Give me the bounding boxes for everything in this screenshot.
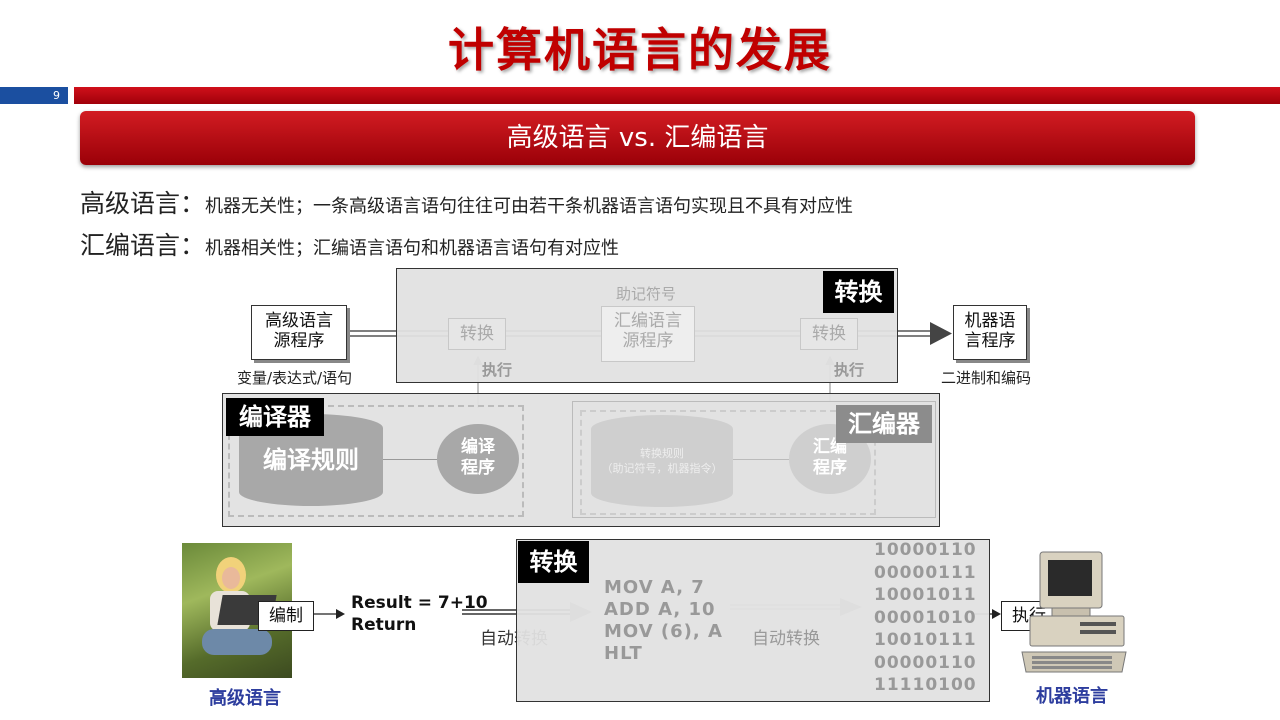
person-with-laptop-photo xyxy=(182,543,292,678)
convert-step-right: 转换 xyxy=(800,318,858,350)
slide-title: 计算机语言的发展 xyxy=(448,23,832,77)
binary-line-3: 10001011 xyxy=(874,585,977,605)
page-number: 9 xyxy=(53,89,60,102)
assembly-source-line2: 源程序 xyxy=(622,331,674,351)
code-line-1: Result = 7+10 xyxy=(351,593,488,613)
convert-tag: 转换 xyxy=(823,271,894,313)
definition-assembly: 汇编语言：机器相关性；汇编语言语句和机器语言语句有对应性 xyxy=(80,226,619,262)
binary-code: 10000110 00000111 10001011 00001010 1001… xyxy=(874,539,977,697)
top-flow-arrowhead xyxy=(930,322,952,345)
page-number-bar xyxy=(0,87,68,104)
machine-program-line1: 机器语 xyxy=(964,311,1016,331)
compile-program-line1: 编译 xyxy=(461,437,495,457)
binary-line-5: 10010111 xyxy=(874,630,977,650)
term-highlevel: 高级语言： xyxy=(80,189,206,218)
section-banner: 高级语言 vs. 汇编语言 xyxy=(80,111,1195,165)
compile-program-line2: 程序 xyxy=(461,458,495,478)
source-caption: 变量/表达式/语句 xyxy=(237,369,353,387)
desc-highlevel: 机器无关性；一条高级语言语句往往可由若干条机器语言语句实现且不具有对应性 xyxy=(205,196,854,217)
machine-program-doc: 机器语 言程序 xyxy=(953,305,1027,360)
binary-line-1: 10000110 xyxy=(874,540,977,560)
highlevel-caption: 高级语言 xyxy=(209,688,281,709)
compile-program-circle: 编译 程序 xyxy=(437,424,519,494)
machine-language-caption: 机器语言 xyxy=(1036,686,1108,707)
asm-line-3: MOV (6), A xyxy=(604,621,723,642)
highlevel-code: Result = 7+10 Return xyxy=(351,592,488,636)
assembler-program-line2: 程序 xyxy=(813,458,847,478)
highlevel-source-doc: 高级语言 源程序 xyxy=(251,305,347,360)
convert-step-left: 转换 xyxy=(448,318,506,350)
binary-line-7: 11110100 xyxy=(874,675,977,695)
highlevel-source-line2: 源程序 xyxy=(273,331,325,351)
convert-rules-line1: 转换规则 xyxy=(640,447,684,460)
assembly-source-doc: 汇编语言 源程序 xyxy=(601,306,695,362)
convert-rules-line2: （助记符号，机器指令） xyxy=(601,462,723,475)
assembler-program-circle: 汇编 程序 xyxy=(789,424,871,494)
code-line-2: Return xyxy=(351,615,417,635)
convert-rules-label: 转换规则 （助记符号，机器指令） xyxy=(591,446,733,476)
compiler-connector xyxy=(383,459,437,460)
assembly-source-line1: 汇编语言 xyxy=(614,311,682,331)
assembler-connector xyxy=(733,459,789,460)
asm-line-4: HLT xyxy=(604,643,643,664)
binary-line-4: 00001010 xyxy=(874,607,977,628)
edit-box: 编制 xyxy=(258,601,314,631)
assembler-dashed-area xyxy=(580,410,876,515)
binary-line-6: 00000110 xyxy=(874,652,977,673)
asm-line-2: ADD A, 10 xyxy=(604,599,716,620)
compiler-dashed-area xyxy=(228,405,524,517)
assembly-code: MOV A, 7 ADD A, 10 MOV (6), A HLT xyxy=(604,577,723,665)
header-divider xyxy=(74,87,1280,104)
exec-label-left: 执行 xyxy=(482,361,513,379)
compile-rules-label: 编译规则 xyxy=(263,446,359,474)
compiler-tag: 编译器 xyxy=(226,398,324,436)
convert-rules-cylinder xyxy=(591,415,733,507)
definition-highlevel: 高级语言：机器无关性；一条高级语言语句往往可由若干条机器语言语句实现且不具有对应… xyxy=(80,184,853,220)
desc-assembly: 机器相关性；汇编语言语句和机器语言语句有对应性 xyxy=(205,238,620,259)
auto-convert-label-right: 自动转换 xyxy=(752,629,820,649)
bottom-convert-tag: 转换 xyxy=(518,541,589,583)
computer-icon xyxy=(1021,551,1127,673)
term-assembly: 汇编语言： xyxy=(80,231,206,260)
mnemonic-label: 助记符号 xyxy=(615,285,676,303)
bottom-convert-panel xyxy=(516,539,990,702)
machine-program-line2: 言程序 xyxy=(964,331,1016,351)
binary-line-2: 00000111 xyxy=(874,562,977,583)
machine-caption: 二进制和编码 xyxy=(941,369,1032,387)
highlevel-source-line1: 高级语言 xyxy=(265,311,333,331)
assembler-tag: 汇编器 xyxy=(836,405,932,443)
exec-label-right: 执行 xyxy=(834,361,865,379)
asm-line-1: MOV A, 7 xyxy=(604,577,705,598)
